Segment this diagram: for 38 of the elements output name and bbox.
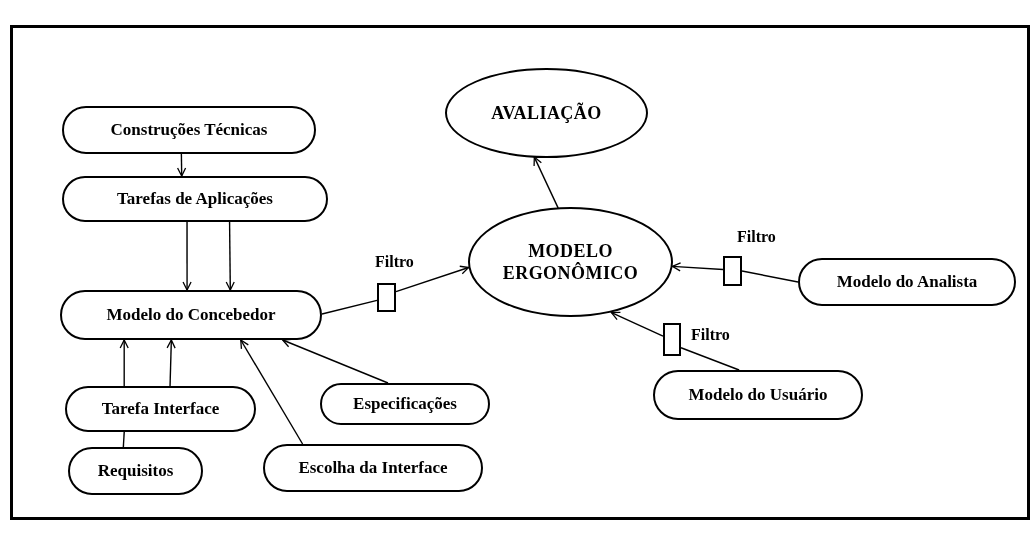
arrow <box>225 221 235 291</box>
node-label: Requisitos <box>97 460 174 482</box>
connector-line <box>321 299 378 315</box>
process-pill <box>60 290 322 340</box>
connector-line <box>741 270 799 283</box>
arrow <box>282 338 389 384</box>
arrow <box>182 221 192 291</box>
node-label: Construções Técnicas <box>110 119 268 141</box>
process-pill <box>320 383 490 425</box>
filter-label: Filtro <box>375 252 414 272</box>
arrow <box>671 262 724 272</box>
connector-line <box>680 347 740 371</box>
arrow <box>395 265 470 293</box>
arrow <box>166 339 176 387</box>
node-label: Modelo do Concebedor <box>106 304 276 326</box>
process-pill <box>62 106 316 154</box>
arrow <box>176 153 187 177</box>
process-pill <box>653 370 863 420</box>
process-pill <box>798 258 1016 306</box>
arrow <box>119 339 129 387</box>
node-label: AVALIAÇÃO <box>490 101 603 125</box>
node-label: Modelo do Usuário <box>688 384 828 406</box>
node-label: Tarefa Interface <box>101 398 220 420</box>
node-label: MODELO ERGONÔMICO <box>501 239 640 285</box>
node-label: Tarefas de Aplicações <box>117 188 273 210</box>
process-pill <box>263 444 483 492</box>
connector-line <box>122 431 125 448</box>
arrow <box>240 339 304 445</box>
process-pill <box>65 386 256 432</box>
arrow <box>533 156 559 209</box>
node-label: Escolha da Interface <box>298 457 448 479</box>
process-pill <box>62 176 328 222</box>
process-pill <box>68 447 203 495</box>
arrow <box>610 311 664 337</box>
filter-label: Filtro <box>691 325 730 345</box>
filter-label: Filtro <box>737 227 776 247</box>
node-label: Modelo do Analista <box>836 271 978 293</box>
node-label: Especificações <box>353 393 457 415</box>
